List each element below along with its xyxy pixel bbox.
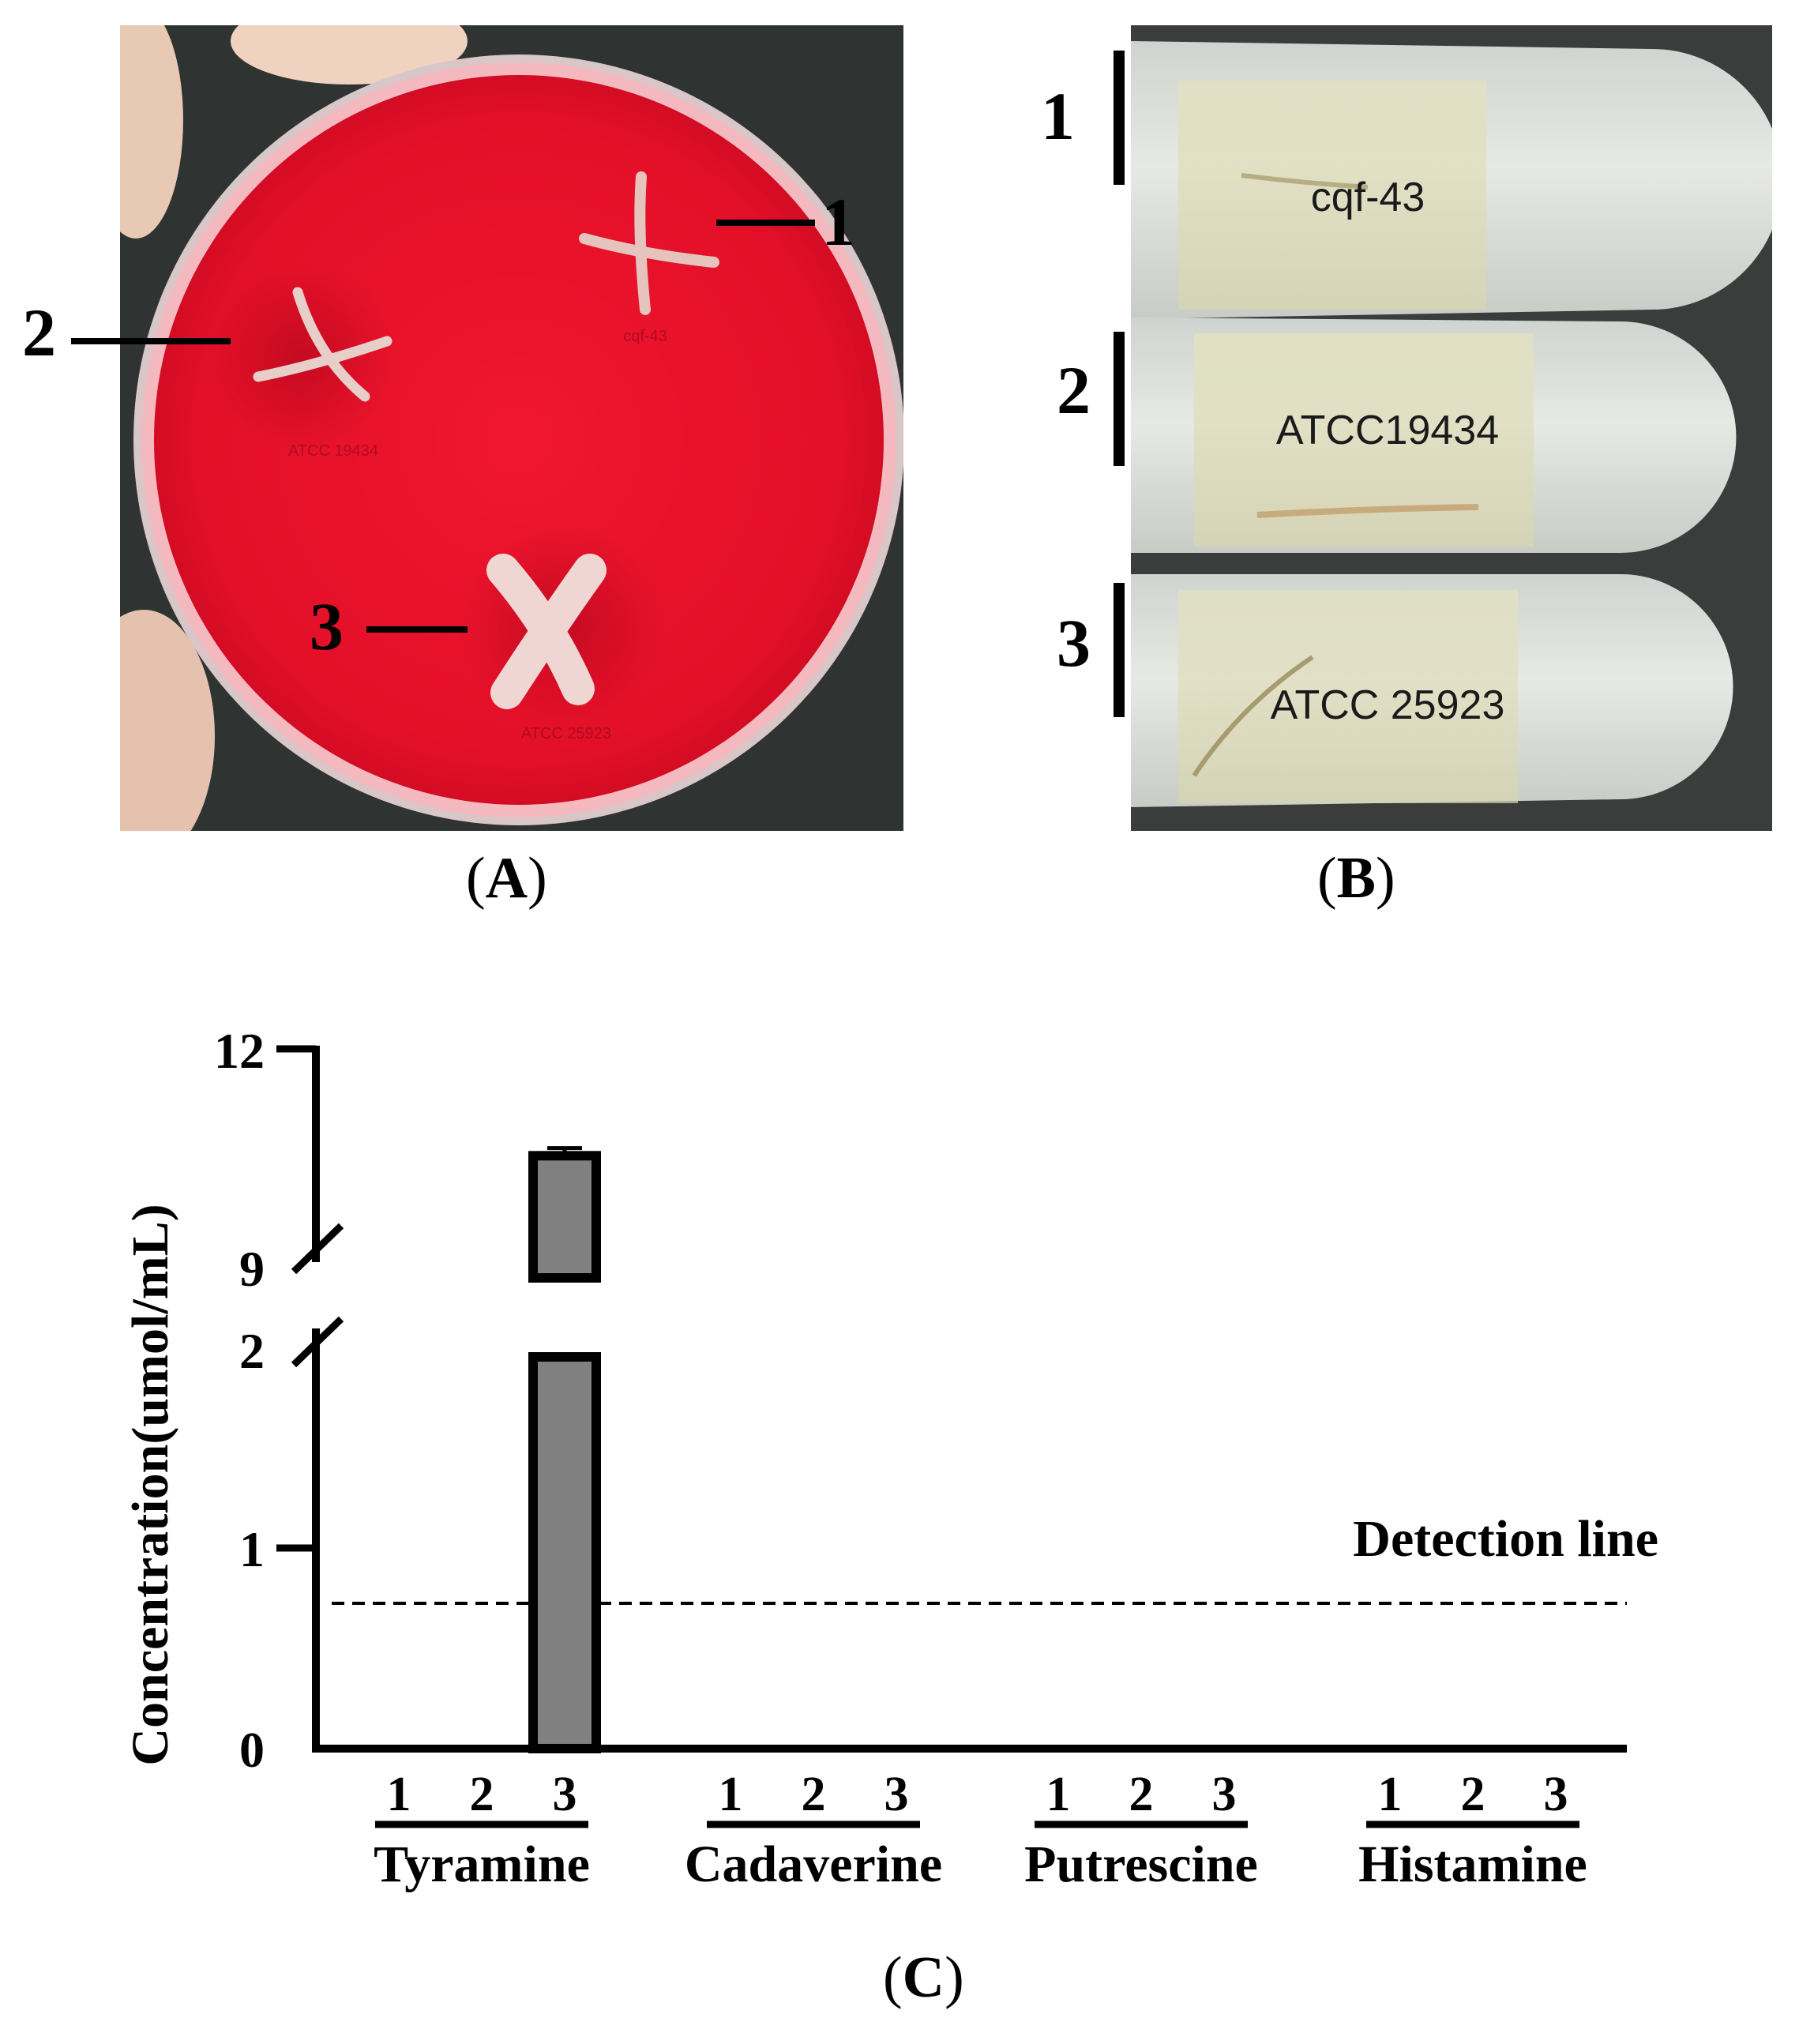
group-label-tyramine: Tyramine [374,1835,590,1893]
x-tick-histamine-3: 3 [1544,1768,1568,1821]
bar-chart: Concentration(umol/mL) 12 9 2 1 0 Detect… [122,1023,1658,1893]
bar-tyramine-3-lower [528,1352,601,1753]
group-label-histamine: Histamine [1358,1835,1587,1893]
caption-c: (C) [883,1945,964,2010]
strain-label-3: ATCC 25923 [521,725,611,742]
x-tick-putrescine-2: 2 [1129,1768,1154,1821]
axis-break-marks [291,1223,344,1368]
bar-tyramine-3-upper [528,1151,601,1283]
panel-b-markers: 1 2 3 [1035,46,1129,725]
bars [528,1146,601,1753]
tube-marker-2: 2 [1057,352,1091,428]
strain-label-1: cqf-43 [623,328,667,345]
y-tick-2: 2 [239,1323,265,1379]
x-tick-cadaverine-3: 3 [884,1768,909,1821]
x-tick-putrescine-1: 1 [1046,1768,1071,1821]
y-tick-12: 12 [214,1023,265,1079]
marker-2: 2 [22,295,56,370]
panel-b: cqf-43 ATCC19434 ATCC 25923 [1131,25,1782,831]
tube-label-3: ATCC 25923 [1271,682,1505,728]
marker-3: 3 [310,588,344,664]
group-label-cadaverine: Cadaverine [685,1835,942,1893]
tube-label-2: ATCC19434 [1276,408,1499,453]
group-label-putrescine: Putrescine [1024,1835,1258,1893]
x-tick-histamine-1: 1 [1378,1768,1403,1821]
x-tick-cadaverine-2: 2 [802,1768,826,1821]
tube-photo: cqf-43 ATCC19434 ATCC 25923 [1131,25,1782,831]
blood-agar-plate-photo: cqf-43 ATCC 19434 ATCC 25923 1 3 [73,0,904,862]
y-tick-9: 9 [239,1241,265,1297]
streak-1 [579,171,719,315]
caption-c-letter: C [902,1945,945,2010]
detection-line-label: Detection line [1353,1510,1658,1568]
panel-a: cqf-43 ATCC 19434 ATCC 25923 1 3 [73,0,904,862]
y-ticks [276,1045,316,1552]
x-tick-cadaverine-1: 1 [719,1768,743,1821]
caption-b-letter: B [1336,846,1376,911]
caption-b: (B) [1317,846,1395,911]
tube-marker-3: 3 [1057,605,1091,681]
panel-a-marker-2: 2 [19,289,130,376]
marker-1: 1 [821,184,855,260]
y-tick-0: 0 [239,1722,265,1778]
tube-marker-1: 1 [1041,78,1075,154]
streak-3 [486,554,607,709]
x-tick-putrescine-3: 3 [1212,1768,1237,1821]
y-tick-1: 1 [239,1521,265,1577]
caption-a-letter: A [485,846,528,911]
error-bar-tyramine-3 [547,1146,582,1156]
caption-a: (A) [466,846,547,911]
y-axis-label: Concentration(umol/mL) [122,1204,179,1765]
x-tick-tyramine-3: 3 [553,1768,577,1821]
tube-label-1: cqf-43 [1311,175,1425,220]
streak-2 [253,287,392,402]
x-tick-histamine-2: 2 [1461,1768,1485,1821]
strain-label-2: ATCC 19434 [288,442,378,460]
x-tick-tyramine-2: 2 [470,1768,494,1821]
panel-c: Concentration(umol/mL) 12 9 2 1 0 Detect… [0,1011,1799,1935]
x-tick-tyramine-1: 1 [387,1768,411,1821]
